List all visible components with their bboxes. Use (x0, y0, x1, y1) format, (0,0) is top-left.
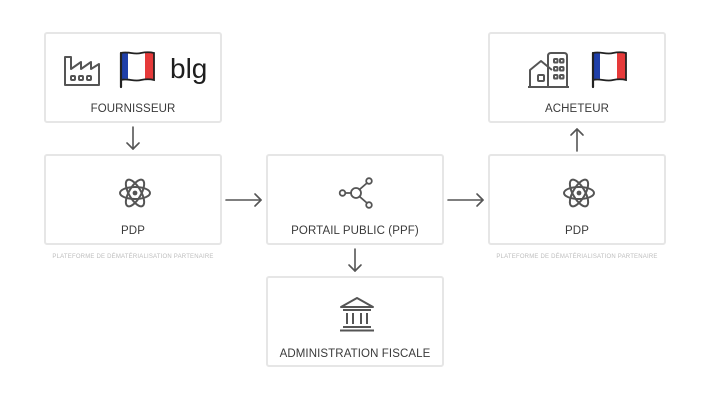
brand-logo: blg (170, 53, 208, 84)
portal-card: PORTAIL PUBLIC (PPF) (266, 154, 444, 245)
supplier-card: blg FOURNISSEUR (44, 32, 222, 123)
arrow-right-pdp-to-portal (225, 193, 262, 207)
arrow-right-portal-to-pdp (447, 193, 484, 207)
administration-card: ADMINISTRATION FISCALE (266, 276, 444, 367)
factory-icon (64, 56, 100, 86)
government-building-icon (340, 297, 374, 332)
arrow-down-portal-to-administration (348, 248, 362, 272)
buyer-label: ACHETEUR (544, 103, 610, 115)
pdp-right-label: PDP (565, 225, 589, 237)
pdp-left-caption: PLATEFORME DE DÉMATÉRIALISATION PARTENAI… (52, 254, 214, 260)
administration-label: ADMINISTRATION FISCALE (279, 348, 431, 360)
pdp-right-card: PDP (488, 154, 666, 245)
arrow-down-supplier-to-pdp (126, 126, 140, 150)
atom-icon (563, 178, 595, 208)
pdp-left-card: PDP (44, 154, 222, 245)
france-flag-icon (591, 51, 627, 89)
france-flag-icon (119, 51, 155, 89)
portal-label: PORTAIL PUBLIC (PPF) (291, 225, 419, 237)
buildings-icon (528, 52, 569, 88)
pdp-left-label: PDP (121, 225, 145, 237)
pdp-right-caption: PLATEFORME DE DÉMATÉRIALISATION PARTENAI… (496, 254, 658, 260)
buyer-card: ACHETEUR (488, 32, 666, 123)
atom-icon (119, 178, 151, 208)
supplier-label: FOURNISSEUR (90, 103, 176, 115)
network-hub-icon (338, 177, 373, 209)
arrow-up-pdp-to-buyer (570, 128, 584, 152)
